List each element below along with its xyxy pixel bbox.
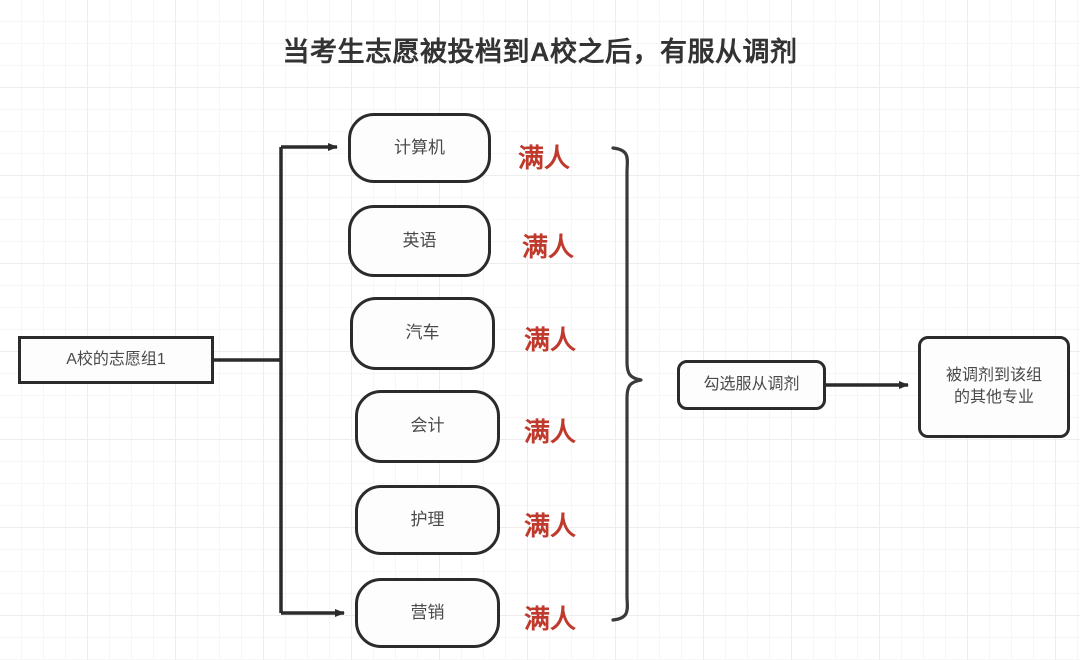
- status-major-2: 满人: [522, 232, 575, 262]
- node-major-5[interactable]: 护理: [355, 485, 500, 555]
- node-major-6-label: 营销: [410, 602, 445, 622]
- page-title: 当考生志愿被投档到A校之后，有服从调剂: [282, 37, 798, 67]
- brace-majors: [611, 146, 643, 622]
- node-major-4[interactable]: 会计: [355, 390, 500, 463]
- node-major-6[interactable]: 营销: [355, 578, 500, 648]
- node-decision-label: 勾选服从调剂: [703, 376, 800, 394]
- node-source-group-label: A校的志愿组1: [66, 351, 166, 369]
- status-major-6: 满人: [524, 604, 577, 634]
- status-major-3: 满人: [524, 325, 577, 355]
- node-major-4-label: 会计: [410, 416, 445, 436]
- node-major-2[interactable]: 英语: [348, 205, 491, 277]
- status-major-4: 满人: [524, 417, 577, 447]
- node-major-2-label: 英语: [402, 230, 437, 250]
- node-major-1[interactable]: 计算机: [348, 113, 491, 183]
- node-major-3[interactable]: 汽车: [350, 297, 495, 370]
- node-major-3-label: 汽车: [405, 323, 440, 343]
- node-major-1-label: 计算机: [394, 137, 445, 157]
- node-major-5-label: 护理: [410, 509, 445, 529]
- node-outcome-line2: 的其他专业: [953, 389, 1034, 406]
- node-outcome-line1: 被调剂到该组: [945, 367, 1042, 385]
- node-outcome-transferred[interactable]: 被调剂到该组 的其他专业: [918, 336, 1070, 438]
- status-major-5: 满人: [524, 511, 577, 541]
- node-decision-accept-transfer[interactable]: 勾选服从调剂: [677, 360, 826, 410]
- status-major-1: 满人: [518, 143, 571, 173]
- node-source-group[interactable]: A校的志愿组1: [18, 336, 214, 384]
